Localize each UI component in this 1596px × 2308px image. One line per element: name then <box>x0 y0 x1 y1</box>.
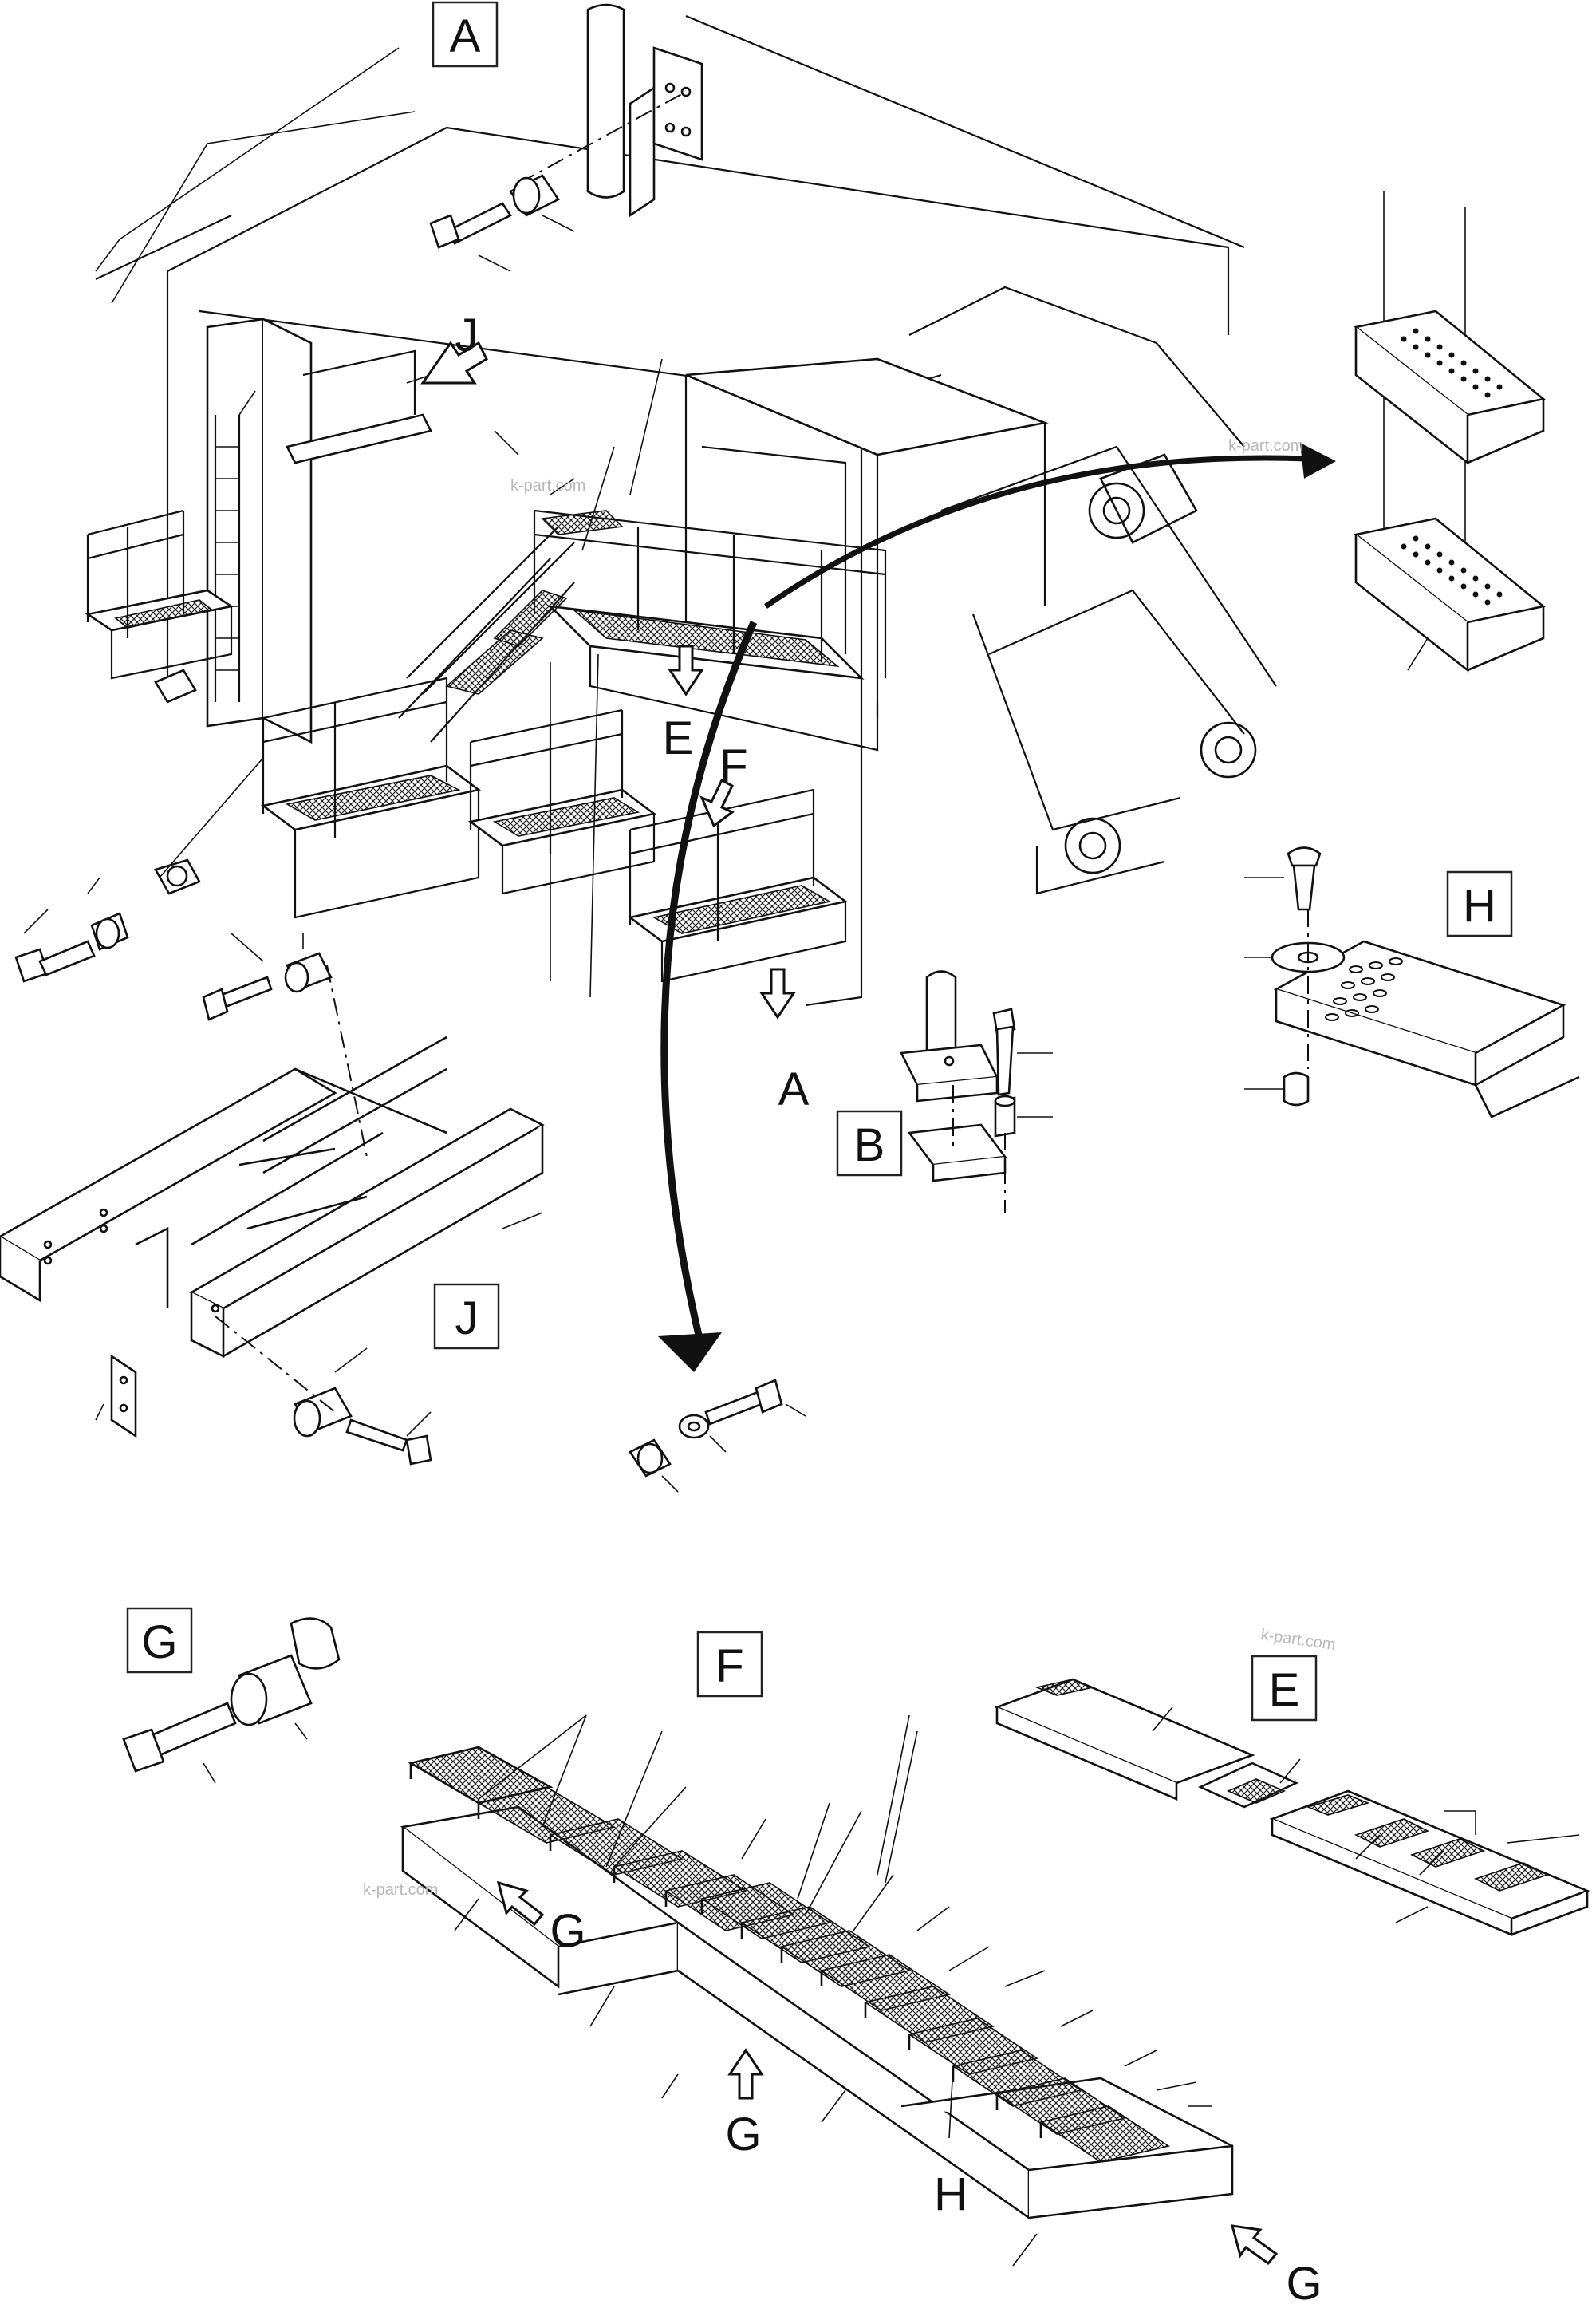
label-box-B: B <box>836 1110 903 1177</box>
stairway <box>398 526 575 743</box>
middle-platform <box>467 708 657 895</box>
label-f-box: F <box>715 1640 743 1692</box>
label-g-box: G <box>141 1616 177 1668</box>
big-arrow-to-steps <box>764 455 1309 609</box>
lower-left-platform <box>260 677 482 919</box>
stair-treads <box>408 1746 1170 2163</box>
left-platform <box>85 509 234 680</box>
label-g-2: G <box>725 2109 761 2160</box>
arrow-e <box>668 645 704 696</box>
label-box-H: H <box>1446 870 1513 937</box>
label-f-main: F <box>719 740 747 792</box>
watermark-3: k-part.com <box>1259 1626 1337 1654</box>
label-a-top: A <box>450 10 481 62</box>
label-e-box: E <box>1269 1664 1300 1716</box>
label-box-A-top: A <box>432 1 499 68</box>
label-e-main: E <box>663 712 694 764</box>
rail-post-A <box>429 3 703 272</box>
label-j-top: J <box>455 310 479 361</box>
arrow-a-bottom <box>759 968 796 1020</box>
right-lower-platform <box>627 788 849 983</box>
hardware-center <box>629 1379 806 1493</box>
ladder <box>214 415 241 702</box>
main-assembly <box>14 3 1336 1372</box>
label-a-bottom: A <box>778 1063 810 1115</box>
big-arrow-to-hardware <box>660 621 758 1350</box>
watermark-2: k-part.com <box>510 477 585 495</box>
label-box-G: G <box>126 1607 193 1674</box>
detail-g <box>122 1617 341 1784</box>
big-arrow-head-right <box>1300 443 1336 479</box>
label-g-1: G <box>550 1905 585 1957</box>
label-h-bottom: H <box>934 2168 967 2220</box>
label-box-F: F <box>696 1631 763 1698</box>
label-g-3: G <box>1286 2258 1322 2308</box>
detail-j <box>0 933 545 1466</box>
label-box-E: E <box>1251 1655 1318 1722</box>
arrow-g-2 <box>727 2048 764 2100</box>
upper-right-platform <box>533 509 887 752</box>
detail-f <box>400 1714 1279 2267</box>
hardware-set-left <box>14 669 264 983</box>
label-j-box: J <box>455 1292 479 1344</box>
label-h: H <box>1463 880 1496 932</box>
watermark-1: k-part.com <box>1228 437 1303 455</box>
big-arrow-head-down <box>658 1332 722 1372</box>
detail-h <box>1244 846 1580 1118</box>
arrow-g-3 <box>1230 2224 1279 2266</box>
arrow-g-1 <box>496 1880 545 1927</box>
label-box-J: J <box>433 1283 500 1350</box>
step-detail <box>1353 191 1546 673</box>
detail-e <box>994 1678 1590 1936</box>
watermark-4: k-part.com <box>363 1881 438 1899</box>
label-b: B <box>854 1119 885 1171</box>
arrow-f <box>699 778 735 828</box>
detail-b <box>899 970 1053 1213</box>
arrow-j-top <box>420 341 488 385</box>
